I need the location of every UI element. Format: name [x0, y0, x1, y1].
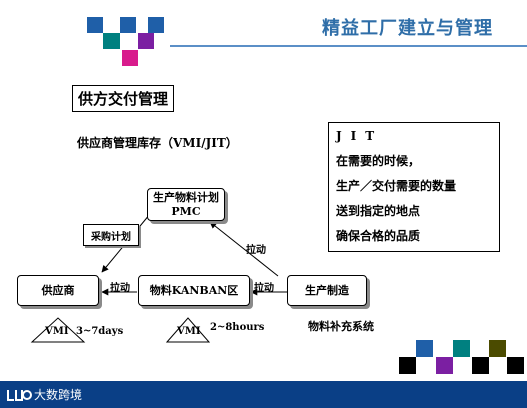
node-pmc: 生产物料计划 PMC: [147, 188, 225, 221]
node-production: 生产制造: [287, 275, 367, 306]
node-pmc-line2: PMC: [171, 204, 201, 218]
label-pull: 拉动: [246, 245, 266, 256]
node-kanban: 物料KANBAN区: [138, 275, 250, 306]
decor-square: [148, 17, 164, 33]
brand-logo-icon: [7, 389, 32, 401]
header-divider: [170, 45, 527, 47]
jit-line: 确保合格的品质: [336, 229, 421, 243]
label-pull: 拉动: [254, 283, 274, 294]
decor-square: [122, 50, 138, 66]
vmi-triangle: [30, 317, 86, 343]
decor-square: [120, 17, 136, 33]
footer-brand: 大数跨境: [34, 388, 83, 402]
vmi-label: VMI: [177, 326, 201, 337]
label-pull: 拉动: [110, 283, 130, 294]
jit-heading: JIT: [336, 129, 384, 143]
node-pmc-line1: 生产物料计划: [153, 190, 219, 204]
decor-square: [416, 340, 433, 357]
footer-bar: [0, 381, 527, 408]
decor-square: [399, 357, 416, 374]
jit-line: 生产／交付需要的数量: [336, 179, 457, 193]
vmi-label: VMI: [45, 326, 69, 337]
jit-definition-box: JIT 在需要的时候， 生产／交付需要的数量 送到指定的地点 确保合格的品质: [328, 122, 500, 252]
decor-square: [472, 357, 489, 374]
decor-square: [87, 17, 103, 33]
decor-square: [103, 33, 120, 49]
decor-square: [489, 340, 506, 357]
section-title: 供方交付管理: [72, 85, 175, 112]
arrow-production-to-pmc: [209, 221, 279, 277]
decor-square: [453, 340, 470, 357]
footer-logo: 大数跨境: [6, 386, 82, 403]
node-supplier: 供应商: [17, 275, 99, 306]
header-title: 精益工厂建立与管理: [322, 18, 493, 39]
diagram-subtitle: 供应商管理库存（VMI/JIT）: [77, 136, 238, 150]
vmi-range: 3~7days: [76, 326, 124, 337]
jit-line: 在需要的时候，: [336, 154, 421, 168]
system-caption: 物料补充系统: [308, 320, 374, 333]
vmi-triangle: [165, 317, 211, 343]
purchase-plan-box: 采购计划: [83, 224, 139, 246]
decor-square: [138, 33, 154, 49]
jit-line: 送到指定的地点: [336, 204, 421, 218]
decor-square: [436, 357, 453, 374]
vmi-range: 2~8hours: [210, 322, 265, 333]
decor-square: [507, 357, 524, 374]
